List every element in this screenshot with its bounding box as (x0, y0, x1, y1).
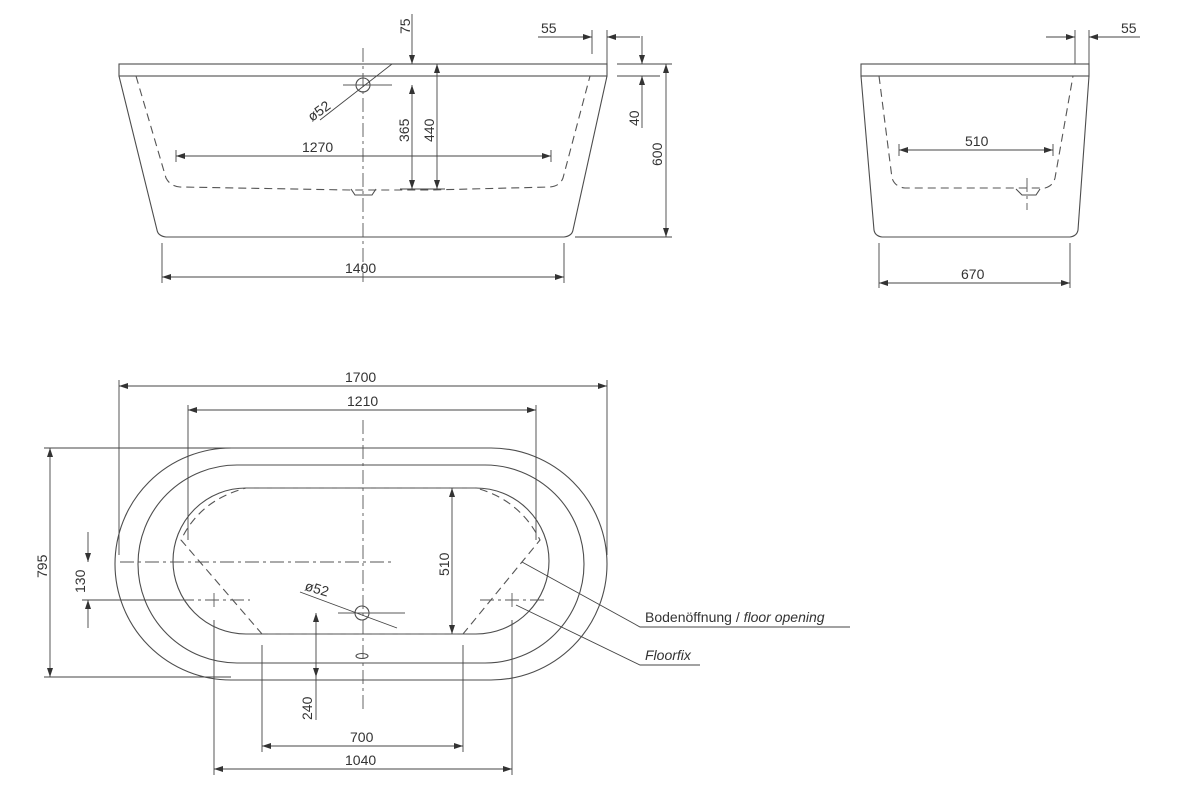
side-rim (860, 63, 1090, 77)
front-40-arrow-top (639, 55, 645, 64)
plan-1700-arrow-l (119, 383, 128, 389)
front-55-arrow-l (583, 34, 592, 40)
front-600-label: 600 (649, 142, 665, 166)
plan-240-arrow-top (313, 613, 319, 622)
front-drain (350, 188, 377, 196)
front-365-arrow-bot (409, 180, 415, 189)
floorfix-leader (515, 604, 700, 666)
plan-1700-arrow-r (598, 383, 607, 389)
plan-700-label: 700 (350, 729, 374, 745)
plan-130-label: 130 (72, 569, 88, 593)
front-1400-label: 1400 (345, 260, 376, 276)
front-outer-body (118, 75, 608, 238)
front-365-arrow-top (409, 85, 415, 94)
side-55-label: 55 (1121, 20, 1137, 36)
side-inner-basin (878, 75, 1074, 189)
side-55-arrow-l (1066, 34, 1075, 40)
front-1270-label: 1270 (302, 139, 333, 155)
plan-130-arrow-bot (85, 600, 91, 609)
front-55-arrow-r (607, 34, 616, 40)
plan-240-arrow-bot (313, 668, 319, 677)
floorfix-callout: Floorfix (645, 647, 692, 663)
plan-1700-label: 1700 (345, 369, 376, 385)
plan-1210-label: 1210 (347, 393, 378, 409)
floor-opening-leader (521, 561, 850, 628)
front-365-label: 365 (396, 118, 412, 142)
front-440-arrow-bot (434, 180, 440, 189)
front-inner-basin (135, 75, 591, 191)
front-view: ø52 75 365 440 1270 55 (118, 14, 672, 283)
side-510-arrow-r (1044, 147, 1053, 153)
plan-510-arrow-bot (449, 625, 455, 634)
side-670-arrow-l (879, 280, 888, 286)
side-view: 55 510 670 (860, 20, 1140, 288)
side-55-arrow-r (1089, 34, 1098, 40)
front-40-label: 40 (626, 110, 642, 126)
side-670-arrow-r (1061, 280, 1070, 286)
side-510-label: 510 (965, 133, 989, 149)
plan-1040-arrow-r (503, 766, 512, 772)
plan-basin-floor (180, 487, 541, 635)
front-40-arrow-bot (639, 76, 645, 85)
plan-1040-label: 1040 (345, 752, 376, 768)
side-670-label: 670 (961, 266, 985, 282)
front-1400-arrow-r (555, 274, 564, 280)
plan-basin-inner (172, 487, 550, 635)
front-75-label: 75 (397, 18, 413, 34)
front-1270-arrow-r (542, 153, 551, 159)
plan-view: ø52 1700 1210 795 130 510 (34, 369, 850, 775)
plan-outer-outline (114, 447, 608, 681)
front-75-arrow (409, 55, 415, 64)
plan-1210-arrow-r (527, 407, 536, 413)
plan-1210-arrow-l (188, 407, 197, 413)
plan-510-arrow-top (449, 488, 455, 497)
floor-opening-callout: Bodenöffnung / floor opening (645, 609, 825, 625)
front-440-arrow-top (434, 64, 440, 73)
side-drain (1015, 188, 1041, 196)
front-55-label: 55 (541, 20, 557, 36)
plan-795-label: 795 (34, 554, 50, 578)
plan-drain-leader (299, 591, 398, 629)
plan-130-arrow-top (85, 553, 91, 562)
plan-700-arrow-l (262, 743, 271, 749)
front-dia-label: ø52 (304, 97, 333, 124)
front-600-arrow-bot (663, 228, 669, 237)
side-outer-body (860, 75, 1090, 238)
plan-drain-label: ø52 (303, 578, 331, 600)
front-440-label: 440 (421, 118, 437, 142)
plan-floor-opening-mark (355, 652, 369, 660)
plan-1040-arrow-l (214, 766, 223, 772)
plan-240-label: 240 (299, 696, 315, 720)
plan-rim-inner (137, 464, 585, 664)
front-1400-arrow-l (162, 274, 171, 280)
front-dia-leader (319, 63, 393, 121)
plan-795-arrow-top (47, 448, 53, 457)
plan-510-label: 510 (436, 552, 452, 576)
side-510-arrow-l (899, 147, 908, 153)
plan-700-arrow-r (454, 743, 463, 749)
front-1270-arrow-l (176, 153, 185, 159)
front-600-arrow-top (663, 64, 669, 73)
plan-795-arrow-bot (47, 668, 53, 677)
